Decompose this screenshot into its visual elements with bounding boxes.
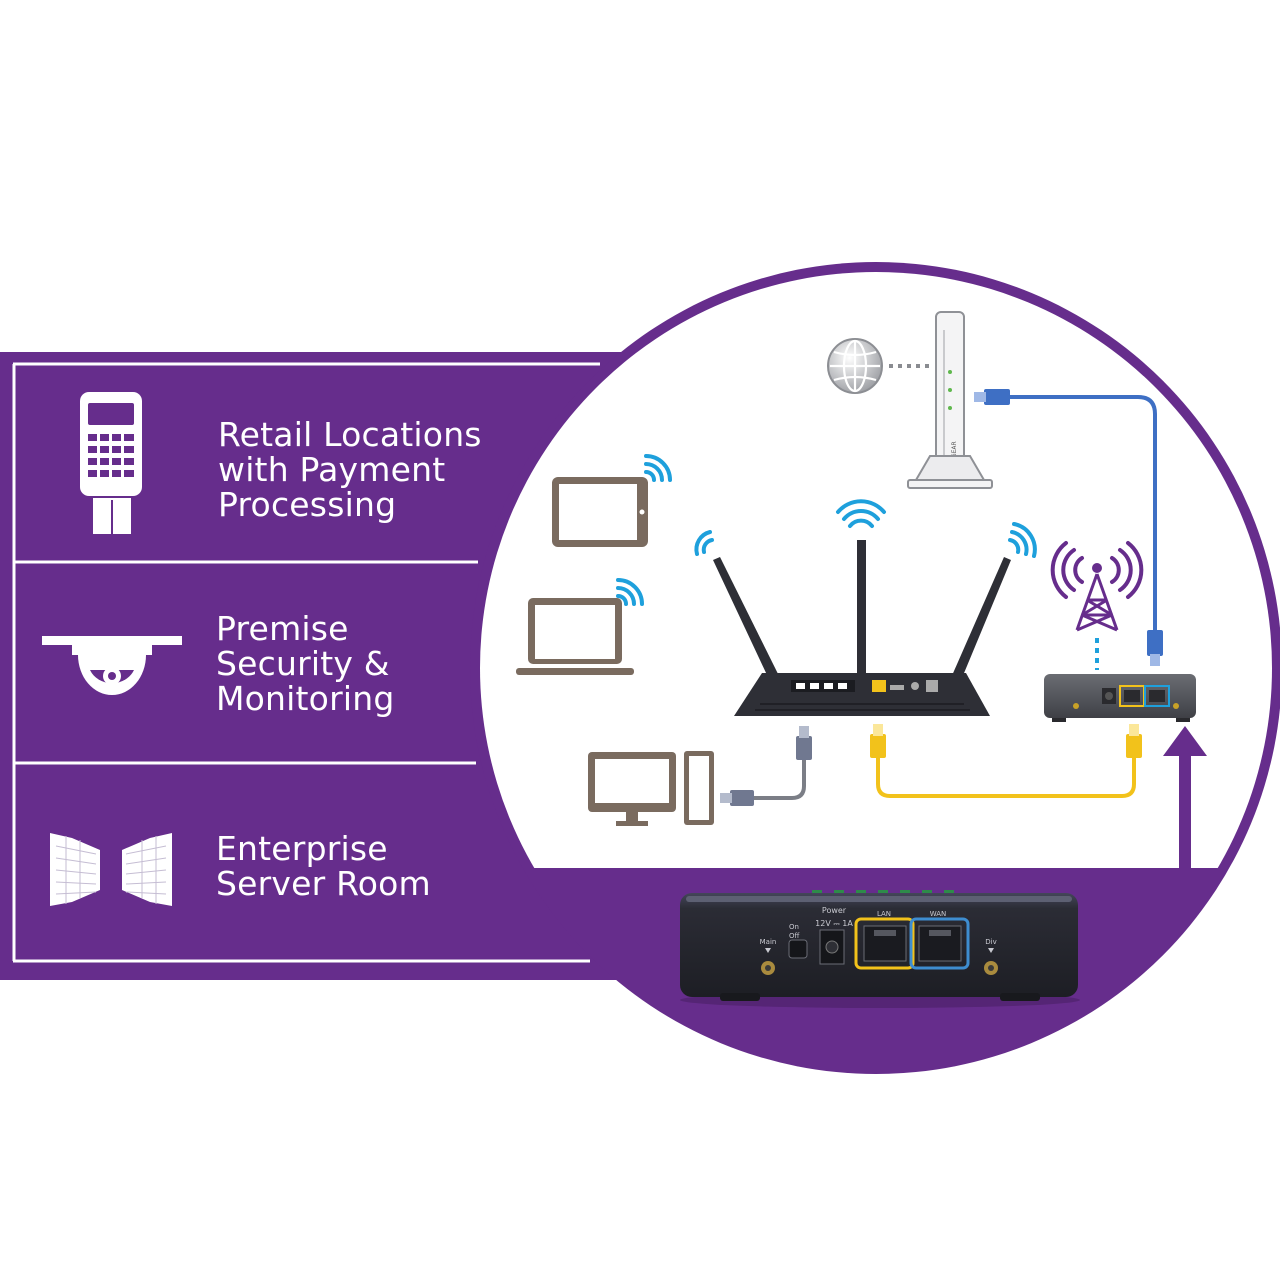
cable-modem: NETGEAR xyxy=(907,311,993,489)
power-label: Power xyxy=(822,906,847,915)
main-antenna-label: Main xyxy=(760,938,777,946)
wan-cable xyxy=(974,389,1163,666)
div-antenna-label: Div xyxy=(985,938,996,946)
desktop-cable xyxy=(720,726,812,806)
lte-modem-large: Power 12V ⎓ 1A On Off LAN WAN Main Div xyxy=(680,890,1080,1008)
payment-terminal-icon xyxy=(80,392,142,534)
power-rating-label: 12V ⎓ 1A xyxy=(815,919,853,928)
upward-arrow xyxy=(1163,726,1207,872)
use-case-panel xyxy=(12,362,600,963)
server-room-icon xyxy=(50,833,172,906)
tablet-icon xyxy=(552,477,648,547)
lan-cable xyxy=(870,724,1142,798)
use-case-security-label: Premise Security & Monitoring xyxy=(216,609,395,718)
lan-port-label: LAN xyxy=(877,910,891,918)
cell-tower-icon xyxy=(1050,541,1144,670)
security-camera-icon xyxy=(42,636,182,695)
laptop-icon xyxy=(516,598,634,675)
switch-off-label: Off xyxy=(789,932,800,940)
switch-on-label: On xyxy=(789,923,799,931)
router-antennas xyxy=(713,540,1011,692)
wan-port-label: WAN xyxy=(930,910,947,918)
use-case-server-label: Enterprise Server Room xyxy=(216,829,431,903)
laptop-wifi-icon xyxy=(616,578,644,606)
desktop-computer-icon xyxy=(588,751,714,826)
wifi-router xyxy=(734,673,990,716)
globe-icon xyxy=(827,338,883,394)
router-wifi-icons xyxy=(694,499,1037,558)
tablet-wifi-icon xyxy=(644,454,672,482)
lte-modem-small xyxy=(1044,674,1196,722)
use-case-retail-label: Retail Locations with Payment Processing xyxy=(218,415,482,524)
